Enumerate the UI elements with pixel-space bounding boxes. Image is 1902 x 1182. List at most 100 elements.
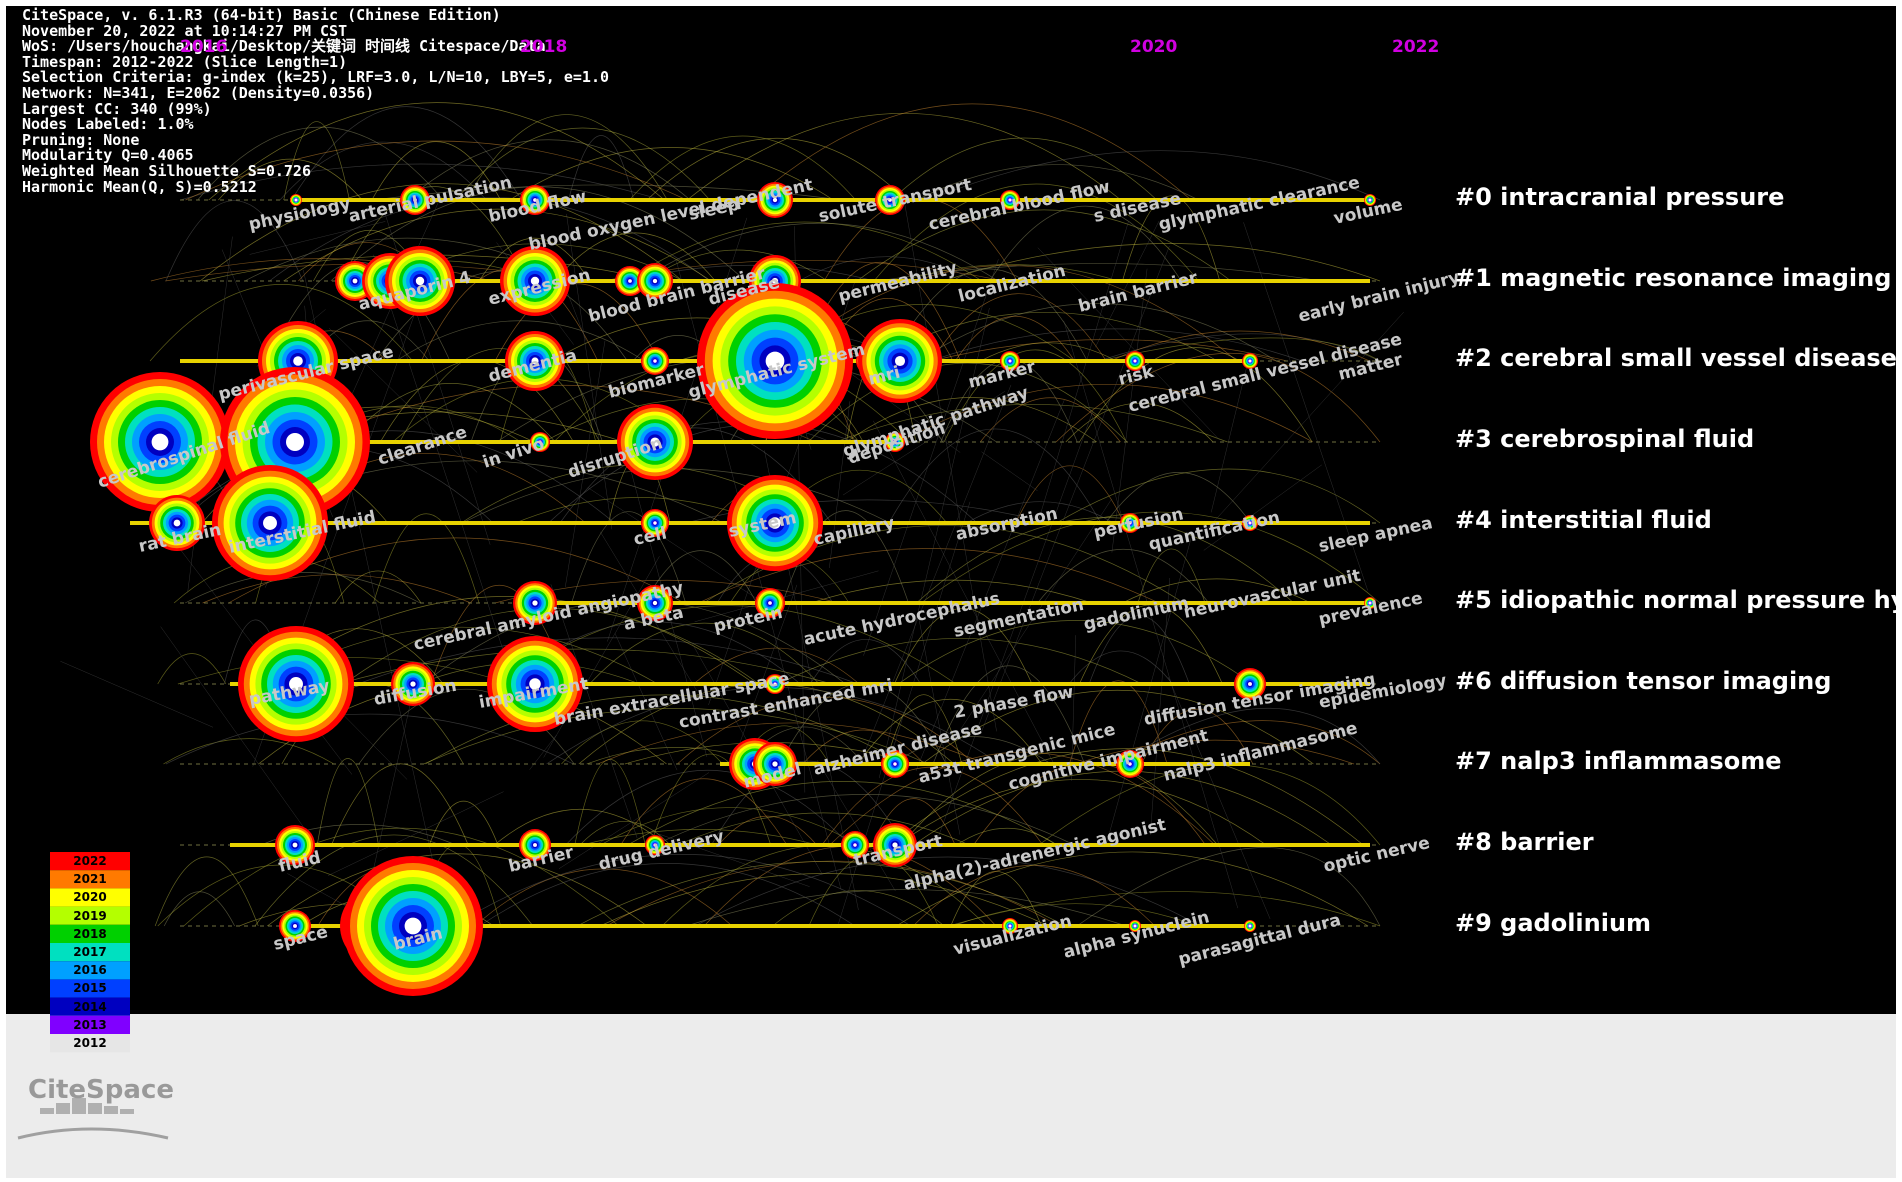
citation-edge — [406, 139, 691, 201]
cross-edge — [565, 340, 606, 588]
citation-edge — [802, 729, 925, 765]
citespace-logo-graphic — [17, 1098, 169, 1140]
keyword-node — [279, 910, 311, 942]
citation-edge — [478, 237, 591, 282]
cluster-label: #1 magnetic resonance imaging — [1455, 264, 1892, 292]
keyword-node — [858, 319, 942, 403]
citation-edge — [857, 699, 1043, 765]
citation-edge — [901, 264, 1119, 282]
keyword-node — [1242, 353, 1258, 369]
citation-edge — [1100, 337, 1381, 362]
citation-edge — [835, 404, 1228, 443]
keyword-node — [757, 182, 793, 218]
cross-edge — [1203, 464, 1322, 551]
citation-edge — [916, 517, 1295, 604]
metadata-line: November 20, 2022 at 10:14:27 PM CST — [22, 21, 348, 40]
citation-edge — [629, 135, 857, 201]
citation-edge — [654, 794, 1075, 846]
citation-edge — [395, 320, 645, 362]
citation-edge — [645, 249, 828, 282]
citation-edge — [821, 766, 1044, 846]
legend-swatch — [50, 888, 130, 907]
cross-edge — [550, 584, 638, 839]
citation-edge — [718, 815, 817, 846]
keyword-node — [841, 831, 869, 859]
citation-edge — [894, 608, 1033, 685]
citation-edge — [952, 903, 1199, 927]
citation-edge — [772, 890, 945, 927]
keyword-node — [149, 495, 205, 551]
metadata-line: Network: N=341, E=2062 (Density=0.0356) — [22, 83, 375, 102]
cross-edge — [566, 213, 613, 530]
legend-year: 2017 — [73, 944, 107, 959]
legend-year: 2015 — [73, 981, 107, 996]
keyword-node — [645, 835, 665, 855]
citation-edge — [154, 856, 259, 927]
citation-edge — [807, 362, 1128, 443]
citation-edge — [600, 807, 859, 846]
citation-edge — [677, 812, 970, 846]
citation-edge — [494, 809, 667, 846]
metadata-line: Weighted Mean Silhouette S=0.726 — [22, 161, 311, 180]
keyword-node — [1002, 918, 1018, 934]
cross-edge — [817, 760, 896, 892]
legend-swatch — [50, 943, 130, 962]
citation-edge — [896, 851, 1369, 927]
citation-edge — [639, 223, 999, 282]
citation-edge — [829, 751, 1216, 846]
cluster-label: #6 diffusion tensor imaging — [1455, 667, 1832, 695]
keyword-node — [753, 742, 797, 786]
citation-edge — [650, 753, 772, 846]
citation-edge — [954, 315, 1075, 362]
keyword-node — [755, 588, 785, 618]
legend-year: 2016 — [73, 963, 107, 978]
legend-swatch — [50, 852, 130, 871]
keyword-node — [1125, 351, 1145, 371]
citation-edge — [686, 889, 1127, 927]
citation-edge — [269, 197, 710, 282]
citation-edge — [627, 781, 1057, 846]
legend-swatch — [50, 870, 130, 889]
cross-edge — [1207, 311, 1404, 529]
keyword-node — [500, 246, 570, 316]
citation-edge — [1015, 465, 1125, 524]
citation-edge — [574, 759, 646, 846]
keyword-node — [1364, 597, 1376, 609]
metadata-line: Harmonic Mean(Q, S)=0.5212 — [22, 177, 257, 196]
citespace-logo: CiteSpace — [28, 1075, 174, 1105]
cross-edge — [904, 201, 997, 732]
cross-edge — [935, 411, 1093, 845]
keyword-node — [1120, 513, 1140, 533]
cross-edge — [373, 254, 505, 653]
metadata-line: Timespan: 2012-2022 (Slice Length=1) — [22, 52, 348, 71]
citation-edge — [1075, 739, 1355, 765]
citation-edge — [291, 106, 522, 201]
citation-edge — [980, 342, 1117, 362]
cluster-label: #7 nalp3 inflammasome — [1455, 747, 1782, 775]
keyword-node — [641, 509, 669, 537]
keyword-node — [1129, 920, 1141, 932]
citation-edge — [371, 141, 501, 201]
legend-swatch — [50, 924, 130, 943]
citation-edge — [900, 383, 1313, 443]
citation-edge — [571, 511, 687, 604]
cross-edge — [659, 833, 810, 887]
year-marker: 2020 — [1130, 37, 1178, 57]
cross-edge — [873, 420, 1057, 768]
keyword-node — [637, 585, 673, 621]
citation-edge — [576, 861, 1066, 927]
keyword-node — [343, 856, 483, 996]
legend-year: 2013 — [73, 1017, 107, 1032]
citation-edge — [1117, 707, 1381, 765]
keyword-node — [1242, 515, 1258, 531]
legend-year: 2021 — [73, 872, 107, 887]
cross-edge — [1095, 220, 1160, 348]
cross-edge — [694, 570, 879, 623]
cluster-label: #8 barrier — [1455, 828, 1594, 856]
cross-edge — [249, 221, 386, 255]
citation-edge — [597, 722, 987, 765]
citation-edge — [929, 328, 1303, 362]
citation-edge — [810, 579, 1093, 604]
cross-edge — [829, 401, 851, 568]
